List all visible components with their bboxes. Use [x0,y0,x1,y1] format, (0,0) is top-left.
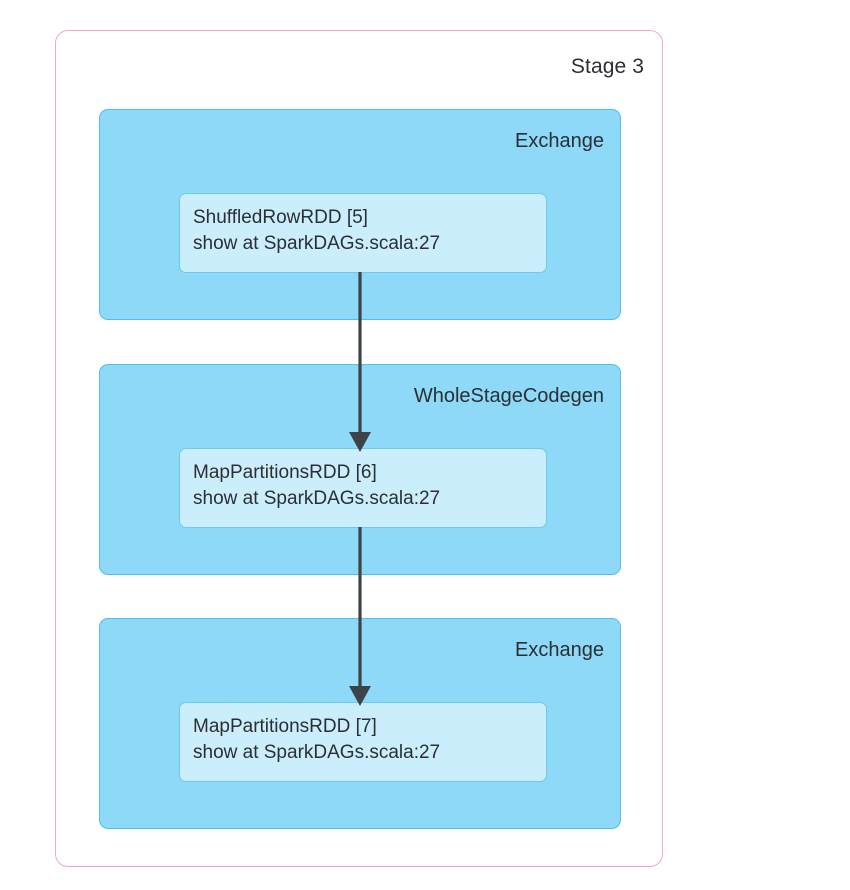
operator-label: Exchange [515,639,604,661]
rdd-name: MapPartitionsRDD [6] [193,462,377,483]
stage-container: Stage 3 Exchange ShuffledRowRDD [5] show… [55,30,663,867]
operator-node-exchange-2[interactable]: Exchange MapPartitionsRDD [7] show at Sp… [99,618,621,829]
stage-title: Stage 3 [570,55,644,78]
rdd-node-mappartitionsrdd-7[interactable]: MapPartitionsRDD [7] show at SparkDAGs.s… [179,702,547,782]
rdd-callsite: show at SparkDAGs.scala:27 [193,233,441,254]
rdd-callsite: show at SparkDAGs.scala:27 [193,742,441,763]
operator-node-wholestagecodegen[interactable]: WholeStageCodegen MapPartitionsRDD [6] s… [99,364,621,575]
rdd-name: ShuffledRowRDD [5] [193,207,368,228]
rdd-node-shuffledrowrdd-5[interactable]: ShuffledRowRDD [5] show at SparkDAGs.sca… [179,193,547,273]
rdd-name: MapPartitionsRDD [7] [193,716,377,737]
rdd-callsite: show at SparkDAGs.scala:27 [193,488,441,509]
operator-label: WholeStageCodegen [413,385,604,407]
operator-label: Exchange [515,130,604,152]
operator-node-exchange-1[interactable]: Exchange ShuffledRowRDD [5] show at Spar… [99,109,621,320]
rdd-node-mappartitionsrdd-6[interactable]: MapPartitionsRDD [6] show at SparkDAGs.s… [179,448,547,528]
